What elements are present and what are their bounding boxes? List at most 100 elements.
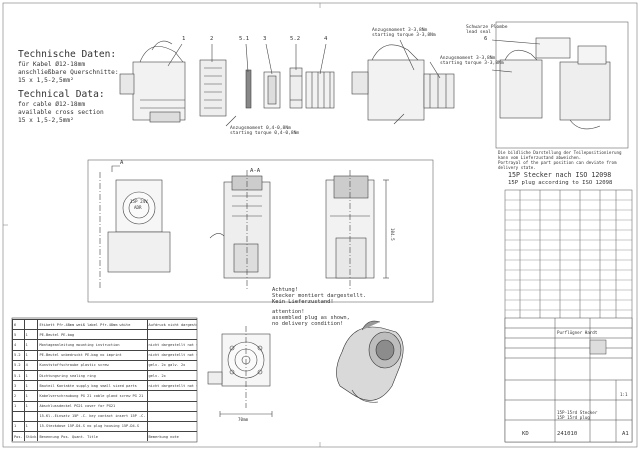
callout-4: 4 bbox=[324, 36, 328, 42]
bom-cell: 1 bbox=[23, 329, 39, 341]
bom-cell: nicht dargestellt not shown bbox=[146, 349, 197, 361]
tech-data-line: available cross section bbox=[18, 109, 104, 116]
section-label: A-A bbox=[250, 168, 261, 174]
bom-row: 15-Kl.-Einsatz 15P -C- key contact inser… bbox=[12, 410, 197, 422]
attention-de-3: Kein Lieferzustand! bbox=[272, 299, 334, 305]
callout-2: 2 bbox=[210, 36, 214, 42]
picture-note-en: Portrayal of the part position can devia… bbox=[498, 160, 617, 170]
attention-de-1: Achtung! bbox=[272, 287, 298, 293]
section-view bbox=[209, 170, 271, 290]
callout-1: 1 bbox=[182, 36, 186, 42]
picture-note-de: Die bildliche Darstellung der Teileposit… bbox=[498, 150, 622, 160]
bom-cell: Dichtungsring sealing ring bbox=[37, 369, 148, 382]
company-name: Purflügner Hardt bbox=[557, 330, 598, 335]
tech-data-line: 15 x 1,5-2,5mm² bbox=[18, 117, 74, 124]
bom-cell: Abschlussdeckel PG21 cover for PG21 bbox=[37, 400, 148, 412]
bom-cell: 5 bbox=[12, 329, 25, 341]
bom-cell: 1 bbox=[23, 420, 39, 433]
bom-cell: PE-Beutel PE-bag bbox=[37, 329, 148, 341]
bom-cell: Kabelverschraubung PG 21 cable gland scr… bbox=[37, 390, 148, 402]
bom-cell: 2 bbox=[12, 390, 25, 402]
torque-note: starting torque 3-3,8Nm bbox=[372, 33, 436, 38]
bom-cell bbox=[23, 410, 39, 422]
attention-en-2: assembled plug as shown, bbox=[272, 315, 350, 321]
bom-cell: 1 bbox=[12, 420, 25, 433]
attention-en-1: attention! bbox=[272, 309, 305, 315]
tech-data-title-en: Technical Data: bbox=[18, 89, 105, 100]
tech-data-title-de: Technische Daten: bbox=[18, 49, 117, 60]
drawing-number: 241010 bbox=[557, 431, 578, 437]
bill-of-materials: 6 Etikett Pfr.48mm weiß label Pfr.48mm wh… bbox=[12, 319, 197, 441]
bom-cell: gelv. 2x galv. 2x bbox=[146, 359, 197, 371]
tech-data-line: for cable Ø12-18mm bbox=[18, 101, 86, 108]
width-dimension: 70mm bbox=[238, 417, 249, 422]
bom-cell: 5.1 bbox=[12, 369, 25, 382]
bom-cell bbox=[146, 329, 197, 341]
bom-row: 6 Etikett Pfr.48mm weiß label Pfr.48mm wh… bbox=[12, 319, 197, 331]
tech-data-line: anschließbare Querschnitte: bbox=[18, 69, 119, 76]
doc-title-en: 15P 15rd plug bbox=[557, 415, 590, 420]
torque-note: Anzugsmoment 3-3,8Nm bbox=[440, 56, 496, 61]
plug-face-text: ADR bbox=[134, 205, 142, 210]
kd-label: KD bbox=[522, 431, 529, 437]
bom-cell: 4 bbox=[23, 359, 39, 371]
torque-note: starting torque 3-3,8Nm bbox=[440, 61, 504, 66]
bom-cell: 1 bbox=[23, 339, 39, 351]
torque-note: starting torque 0,4-0,8Nm bbox=[230, 131, 300, 136]
bom-cell: nicht dargestellt not shown bbox=[146, 380, 197, 392]
bom-cell: 6 bbox=[12, 319, 25, 331]
bom-cell bbox=[146, 420, 197, 433]
bom-cell: 1 bbox=[23, 349, 39, 361]
bom-cell: nicht dargestellt not shown bbox=[146, 339, 197, 351]
assembled-view bbox=[351, 39, 455, 125]
bom-cell: 5.2 bbox=[12, 359, 25, 371]
bom-cell bbox=[146, 410, 197, 422]
bom-cell bbox=[23, 319, 39, 331]
tech-data-line: für Kabel Ø12-18mm bbox=[18, 61, 86, 68]
bom-table: 6 Etikett Pfr.48mm weiß label Pfr.48mm wh… bbox=[12, 319, 197, 441]
tech-data-line: 15 x 1,5-2,5mm² bbox=[18, 77, 74, 84]
bom-cell: 4 bbox=[12, 339, 25, 351]
bom-cell: Montageanleitung mounting instruction bbox=[37, 339, 148, 351]
plug-face-text: 15P 24V bbox=[130, 199, 148, 204]
bom-cell: Benennung Pos. Quant. Title bbox=[37, 431, 148, 441]
torque-note: Anzugsmoment 0,4-0,8Nm bbox=[230, 126, 291, 131]
height-dimension: 104.5 bbox=[390, 228, 395, 241]
callout-6: 6 bbox=[484, 36, 488, 42]
callout-5-2: 5.2 bbox=[290, 36, 301, 42]
plug-bottom-view bbox=[207, 326, 273, 417]
plug-title-en: 15P plug according to ISO 12098 bbox=[508, 180, 613, 186]
plug-title-de: 15P Stecker nach ISO 12098 bbox=[508, 171, 612, 179]
bom-cell: 1 bbox=[12, 400, 25, 412]
plug-front-view bbox=[99, 165, 171, 290]
lead-seal-label: Schwarze Plombe bbox=[466, 25, 508, 30]
plug-side-view bbox=[325, 170, 389, 290]
bom-cell: 1 bbox=[23, 390, 39, 402]
bom-cell: Etikett Pfr.48mm weiß label Pfr.48mm whi… bbox=[37, 319, 148, 331]
bom-cell: Aufdruck nicht dargestellt imprint not s… bbox=[146, 319, 197, 331]
title-block-lower bbox=[504, 317, 633, 443]
bom-cell: 1 bbox=[23, 400, 39, 412]
exploded-view bbox=[119, 40, 335, 127]
torque-note: Anzugsmoment 3-3,8Nm bbox=[372, 28, 428, 33]
bom-cell: 15-Steckdose 15P-D4-S no plug housing 15… bbox=[37, 420, 148, 433]
title-block-rows bbox=[505, 199, 632, 311]
plug-3d-render bbox=[336, 320, 404, 403]
bom-cell bbox=[146, 400, 197, 412]
callout-5-1: 5.1 bbox=[239, 36, 250, 42]
attention-en-3: no delivery condition! bbox=[272, 321, 344, 327]
bom-cell: 1 bbox=[23, 369, 39, 382]
lead-seal-label: lead seal bbox=[466, 30, 491, 35]
doc-title-de: 15P-15rd Stecker bbox=[557, 410, 598, 415]
sheet-size: A1 bbox=[622, 431, 629, 437]
lead-seal-detail bbox=[491, 21, 629, 149]
